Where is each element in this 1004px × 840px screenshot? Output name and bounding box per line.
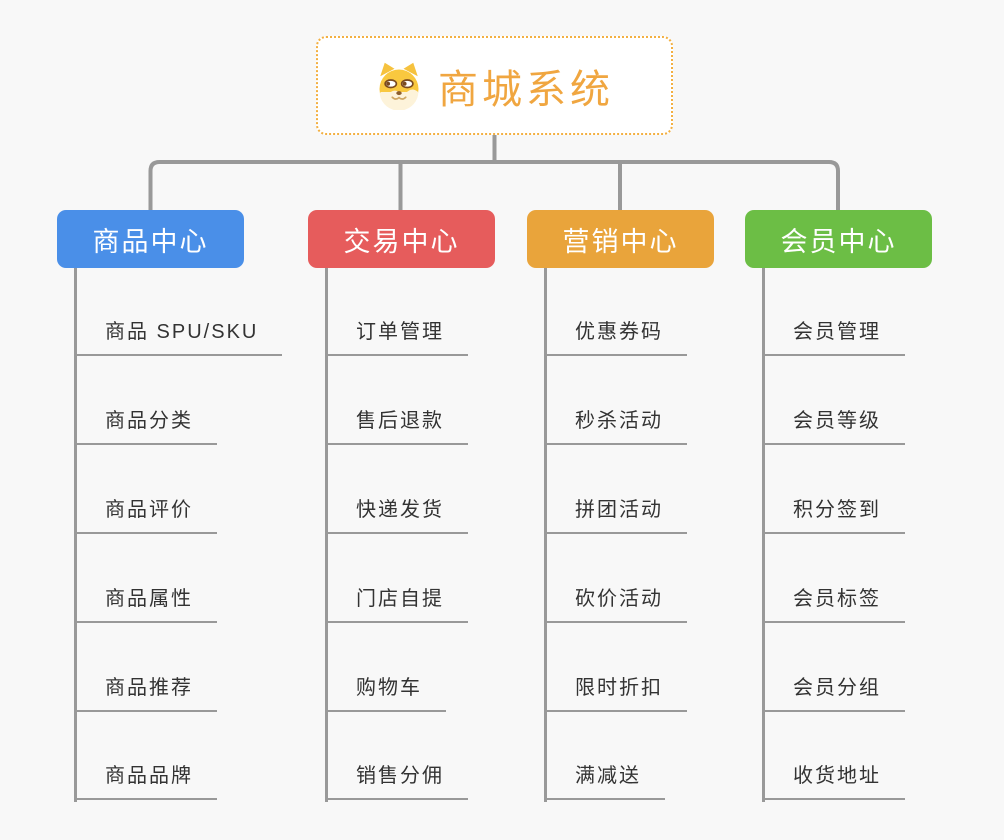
leaf-node[interactable]: 会员等级 [762, 407, 905, 445]
leaf-node[interactable]: 积分签到 [762, 496, 905, 534]
branch-header-trade-center[interactable]: 交易中心 [308, 210, 495, 268]
leaf-node[interactable]: 商品 SPU/SKU [74, 318, 283, 356]
branch-header-product-center[interactable]: 商品中心 [57, 210, 244, 268]
leaf-node[interactable]: 商品品牌 [74, 762, 217, 800]
root-node[interactable]: 商城系统 [316, 36, 673, 135]
branch-trunk-line [74, 268, 77, 802]
branch-rail-line [148, 160, 840, 210]
leaf-node[interactable]: 会员分组 [762, 674, 905, 712]
leaf-node[interactable]: 优惠券码 [544, 318, 687, 356]
dog-face-icon [375, 62, 423, 110]
leaf-node[interactable]: 秒杀活动 [544, 407, 687, 445]
branch-header-marketing-center[interactable]: 营销中心 [527, 210, 714, 268]
branch-trunk-line [762, 268, 765, 802]
leaf-node[interactable]: 购物车 [325, 674, 446, 712]
leaf-node[interactable]: 商品推荐 [74, 674, 217, 712]
leaf-node[interactable]: 订单管理 [325, 318, 468, 356]
leaf-node[interactable]: 限时折扣 [544, 674, 687, 712]
leaf-node[interactable]: 销售分佣 [325, 762, 468, 800]
branch-trunk-line [544, 268, 547, 802]
leaf-node[interactable]: 门店自提 [325, 585, 468, 623]
leaf-node[interactable]: 售后退款 [325, 407, 468, 445]
branch-trunk-line [325, 268, 328, 802]
leaf-node[interactable]: 商品分类 [74, 407, 217, 445]
leaf-node[interactable]: 拼团活动 [544, 496, 687, 534]
branch-header-member-center[interactable]: 会员中心 [745, 210, 932, 268]
leaf-node[interactable]: 会员标签 [762, 585, 905, 623]
leaf-node[interactable]: 满减送 [544, 762, 665, 800]
leaf-node[interactable]: 会员管理 [762, 318, 905, 356]
leaf-node[interactable]: 商品评价 [74, 496, 217, 534]
leaf-node[interactable]: 收货地址 [762, 762, 905, 800]
root-title: 商城系统 [438, 67, 614, 112]
leaf-node[interactable]: 快递发货 [325, 496, 468, 534]
leaf-node[interactable]: 砍价活动 [544, 585, 687, 623]
leaf-node[interactable]: 商品属性 [74, 585, 217, 623]
